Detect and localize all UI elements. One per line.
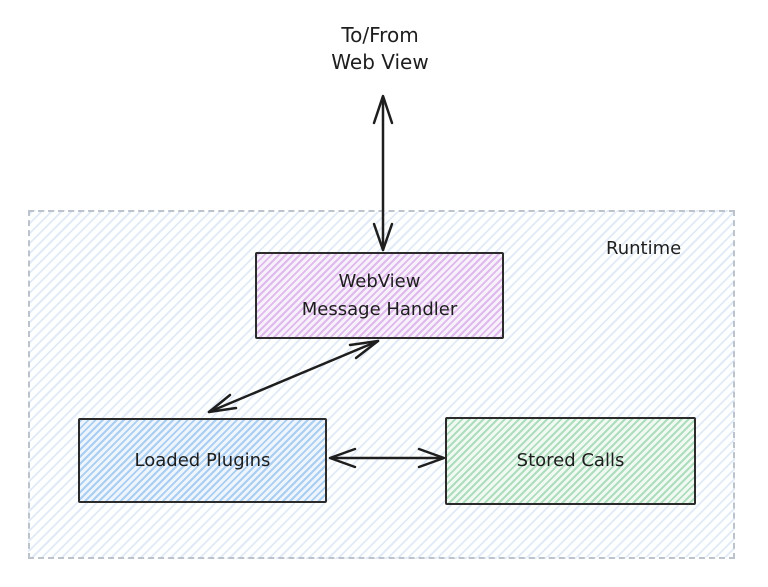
- node-stored-calls: Stored Calls: [445, 417, 696, 505]
- runtime-label: Runtime: [606, 238, 682, 259]
- node-loaded-plugins: Loaded Plugins: [78, 418, 327, 503]
- node-loaded-plugins-label: Loaded Plugins: [134, 449, 271, 471]
- node-stored-calls-label: Stored Calls: [516, 450, 625, 471]
- node-webview-message-handler-label: WebView Message Handler: [301, 270, 458, 320]
- node-webview-message-handler: WebView Message Handler: [255, 252, 504, 339]
- web-view-label: To/From Web View: [331, 23, 429, 74]
